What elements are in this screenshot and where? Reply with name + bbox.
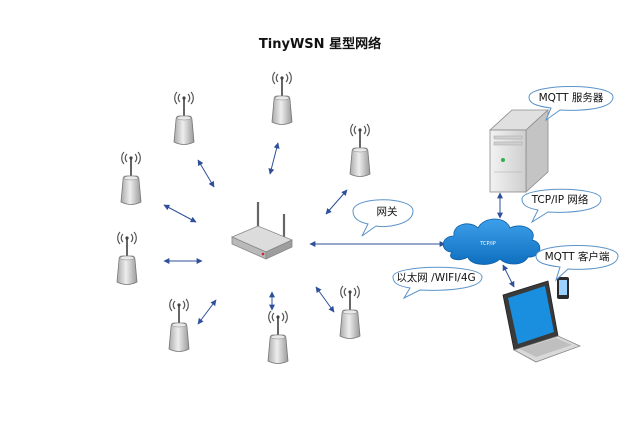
link-arrow xyxy=(163,204,197,223)
server-tower-icon xyxy=(488,109,550,193)
smartphone-icon xyxy=(557,277,569,299)
link-arrow xyxy=(325,189,348,215)
wireless-sensor-icon xyxy=(173,91,195,146)
callout-gateway-text: 网关 xyxy=(377,205,398,218)
router-icon xyxy=(230,202,293,260)
cloud-laptop-arrow xyxy=(502,264,515,288)
callout-server-text: MQTT 服务器 xyxy=(539,91,604,104)
wireless-sensor-icon xyxy=(267,310,289,365)
wireless-sensor-icon xyxy=(168,298,190,353)
wireless-sensor-icon xyxy=(349,123,371,178)
link-arrow xyxy=(268,142,280,175)
wireless-sensor-icon xyxy=(271,71,293,126)
callout-ethernet: 以太网 /WIFI/4G xyxy=(392,266,483,300)
diagram-title: TinyWSN 星型网络 xyxy=(259,36,381,52)
link-arrow xyxy=(197,159,215,188)
wireless-sensor-icon xyxy=(116,231,138,286)
callout-ethernet-text: 以太网 /WIFI/4G xyxy=(396,271,475,284)
callout-client-text: MQTT 客户端 xyxy=(545,250,610,263)
sensor-nodes xyxy=(116,71,371,365)
callout-server: MQTT 服务器 xyxy=(528,86,614,122)
callout-tcpip-text: TCP/IP 网络 xyxy=(531,193,589,206)
callout-client: MQTT 客户端 xyxy=(535,245,619,282)
callout-tcpip: TCP/IP 网络 xyxy=(521,188,602,224)
sensor-links xyxy=(163,142,515,325)
cloud-icon: TCP/IP xyxy=(442,218,541,265)
cloud-label: TCP/IP xyxy=(479,241,495,247)
callout-gateway: 网关 xyxy=(352,199,414,237)
link-arrow xyxy=(315,286,335,313)
wireless-sensor-icon xyxy=(120,151,142,206)
wireless-sensor-icon xyxy=(339,285,361,340)
laptop-icon xyxy=(502,280,582,363)
link-arrow xyxy=(197,299,217,325)
